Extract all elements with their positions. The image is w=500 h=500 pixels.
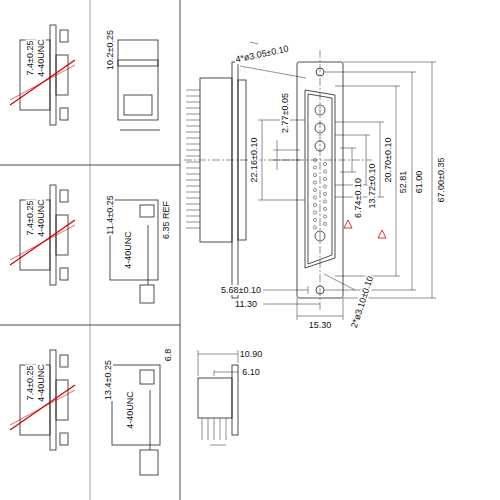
pin-stroke: [186, 156, 200, 157]
dimension-label: 13.72±0.10: [367, 163, 377, 210]
dimension-label: 13.4±0.25: [103, 359, 113, 401]
pin-stroke: [186, 168, 200, 169]
dimension-label: 4*ø3.05±0.10: [234, 43, 291, 64]
pin-stroke: [186, 90, 200, 91]
pin-stroke: [186, 228, 200, 229]
pin-stroke: [186, 222, 200, 223]
dimension-label: 15.30: [308, 320, 333, 330]
dimension-label: 4-40UNC: [125, 390, 135, 430]
pin-stroke: [214, 418, 215, 440]
dimension-label: 10.2±0.25: [105, 29, 115, 71]
pin-hole: [313, 158, 316, 161]
dimension-label: 52.81: [398, 170, 408, 195]
pin-hole: [323, 162, 326, 165]
pin-stroke: [186, 192, 200, 193]
pin-stroke: [186, 162, 200, 163]
pin-stroke: [186, 96, 200, 97]
pin-hole: [313, 226, 316, 229]
pin-stroke: [186, 198, 200, 199]
pin-hole: [323, 192, 326, 195]
pin-stroke: [210, 445, 226, 446]
pin-stroke: [186, 210, 200, 211]
dimension-label: 4-40UNC: [123, 230, 133, 270]
pin-hole: [313, 211, 316, 214]
pin-hole: [323, 177, 326, 180]
dimension-label: 6.10: [241, 367, 261, 377]
dimension-label: 4-40UNC: [36, 38, 46, 78]
dimension-label: 11.30: [234, 299, 258, 309]
pin-stroke: [186, 126, 200, 127]
dimension-label: 2*ø3.10±0.10: [349, 274, 376, 330]
dimension-label: 4-40UNC: [36, 363, 46, 403]
dimension-label: 2.77±0.05: [280, 92, 290, 134]
dimension-label: 10.90: [239, 349, 264, 359]
pin-stroke: [186, 174, 200, 175]
dimension-label: 7.4±0.25: [25, 200, 35, 237]
dimension-label: 61.00: [414, 170, 424, 195]
pin-hole: [323, 207, 326, 210]
dimension-label: 7.4±0.25: [25, 40, 35, 77]
pin-stroke: [186, 180, 200, 181]
pin-stroke: [202, 418, 203, 440]
pin-hole: [323, 222, 326, 225]
pin-hole: [313, 188, 316, 191]
pin-hole: [313, 166, 316, 169]
dimension-label: 7.4±0.25: [25, 365, 35, 402]
dimension-label: 4-40UNC: [36, 198, 46, 238]
dimension-label: 20.70±0.10: [383, 137, 393, 184]
pin-stroke: [220, 418, 221, 440]
pin-stroke: [186, 120, 200, 121]
pin-stroke: [186, 108, 200, 109]
pin-stroke: [186, 102, 200, 103]
pin-stroke: [186, 114, 200, 115]
pin-hole: [323, 185, 326, 188]
pin-stroke: [186, 186, 200, 187]
pin-stroke: [186, 144, 200, 145]
pin-hole: [323, 170, 326, 173]
pin-hole: [313, 196, 316, 199]
pin-hole: [323, 200, 326, 203]
pin-stroke: [208, 418, 209, 440]
pin-stroke: [186, 138, 200, 139]
pin-hole: [323, 215, 326, 218]
dimension-label: 6.35 REF: [161, 200, 171, 240]
dimension-label: 6.8: [163, 348, 173, 363]
pin-stroke: [186, 216, 200, 217]
pin-stroke: [186, 204, 200, 205]
dimension-label: 11.4±0.25: [105, 194, 115, 235]
pin-hole: [313, 218, 316, 221]
pin-hole: [313, 203, 316, 206]
dimension-label: 22.16±0.10: [249, 137, 259, 184]
pin-hole: [313, 173, 316, 176]
dimension-label: 6.74±0.10: [353, 177, 363, 219]
dimension-label: 67.00±0.35: [436, 157, 446, 204]
pin-stroke: [226, 418, 227, 440]
pin-hole: [313, 181, 316, 184]
pin-stroke: [186, 150, 200, 151]
pin-stroke: [186, 132, 200, 133]
dimension-label: 5.68±0.10: [220, 285, 262, 295]
